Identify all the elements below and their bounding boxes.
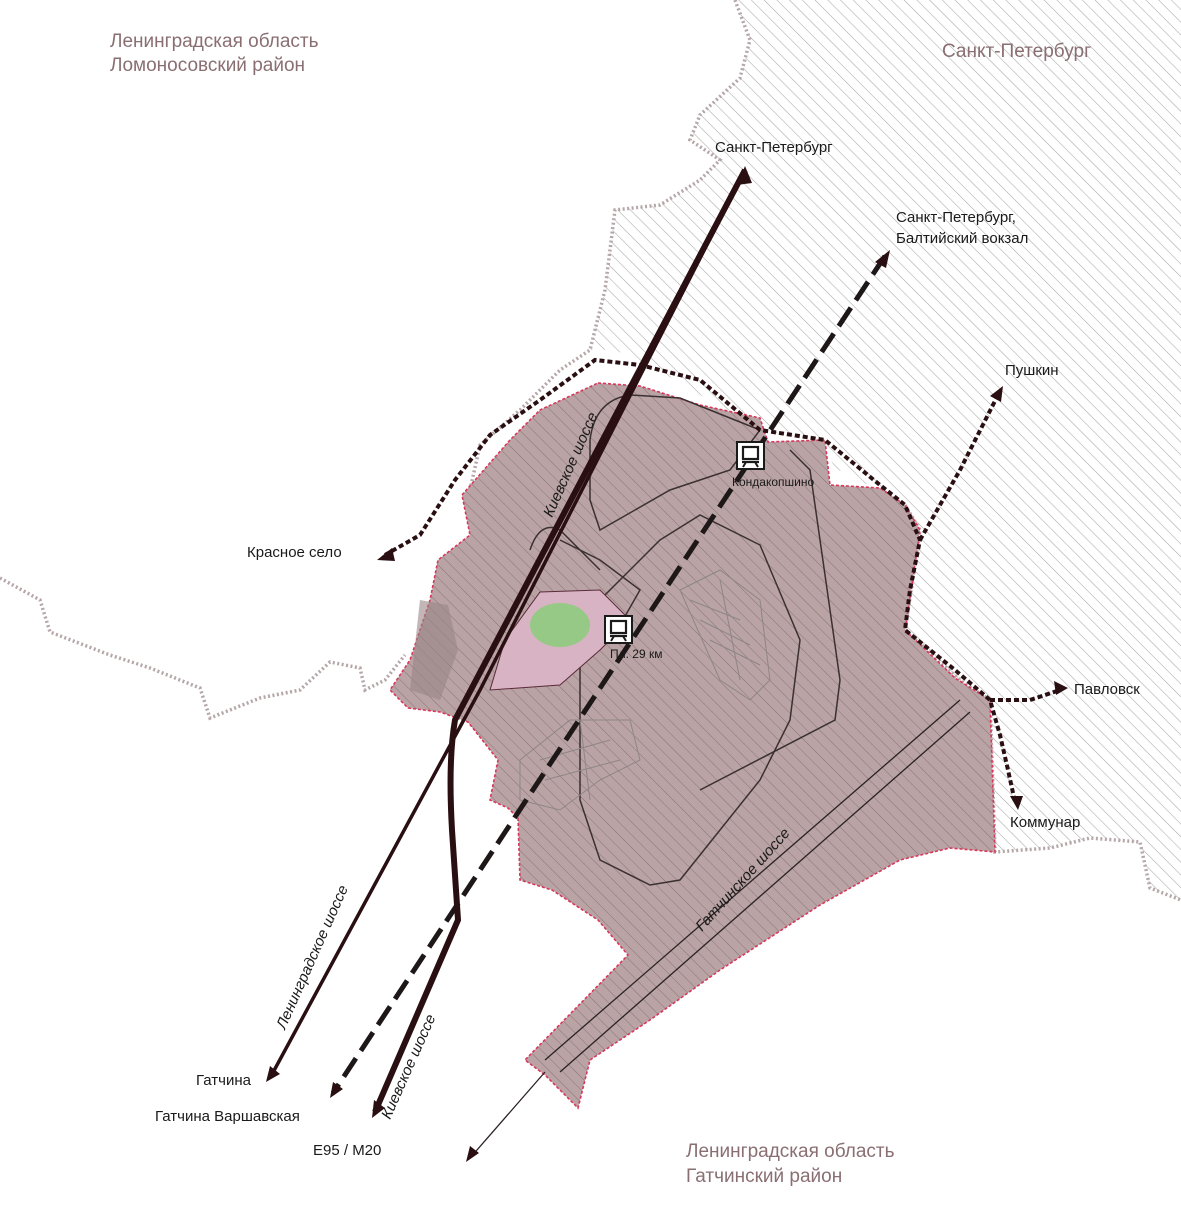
dotted-routes (384, 357, 1061, 803)
green-park-zone (530, 603, 590, 647)
airport-zone (388, 382, 996, 1110)
spb-territory (590, 0, 1181, 900)
region-spb: Санкт-Петербург (942, 41, 1091, 62)
train-station-icon (604, 615, 633, 644)
arrowhead-icon (377, 548, 395, 561)
road-leningradskoe: Ленинградское шоссе (273, 883, 352, 1033)
dest-e95: Е95 / М20 (313, 1142, 381, 1159)
dest-kommunar: Коммунар (1010, 814, 1080, 831)
dest-pavlovsk: Павловск (1074, 681, 1140, 698)
railway-main (330, 254, 888, 1095)
station-pl29: Пл. 29 км (610, 647, 662, 661)
arrowhead-icon (990, 386, 1003, 402)
station-kondakopshino: Кондакопшино (732, 475, 814, 489)
arrowhead-icon (266, 1066, 280, 1082)
arrowhead-icon (330, 1082, 343, 1098)
dest-spb-baltic-line1: Санкт-Петербург, (896, 209, 1016, 226)
region-lomonosov-line1: Ленинградская область (110, 31, 319, 52)
train-station-icon (736, 441, 765, 470)
leningradskoe-highway (268, 169, 747, 1079)
dest-krasnoe-selo: Красное село (247, 544, 342, 561)
arrowhead-icon (266, 166, 1068, 1162)
dest-spb-baltic-line2: Балтийский вокзал (896, 230, 1028, 247)
kievskoe-highway (372, 168, 748, 1114)
dest-gatchina: Гатчина (196, 1072, 252, 1089)
west-dark-zone (410, 600, 458, 700)
arrowhead-icon (1054, 681, 1068, 695)
region-gatchina-line1: Ленинградская область (686, 1141, 895, 1162)
region-lomonosov-line2: Ломоносовский район (110, 55, 305, 76)
arrowhead-icon (466, 1146, 479, 1162)
lomonosov-gatchina-boundary (0, 576, 407, 721)
gatchinskoe-road-lines (469, 699, 971, 1159)
arrowhead-icon (875, 250, 890, 268)
dest-spb: Санкт-Петербург (715, 139, 833, 156)
urban-blocks (519, 569, 771, 811)
dest-pushkin: Пушкин (1005, 362, 1059, 379)
dest-gatchina-varshavskaya: Гатчина Варшавская (155, 1108, 300, 1125)
arrowhead-icon (372, 1100, 385, 1118)
spb-boundary (468, 0, 1181, 902)
arrowhead-icon (737, 166, 752, 185)
arrowhead-icon (1010, 796, 1023, 810)
region-gatchina-line2: Гатчинский район (686, 1166, 842, 1187)
